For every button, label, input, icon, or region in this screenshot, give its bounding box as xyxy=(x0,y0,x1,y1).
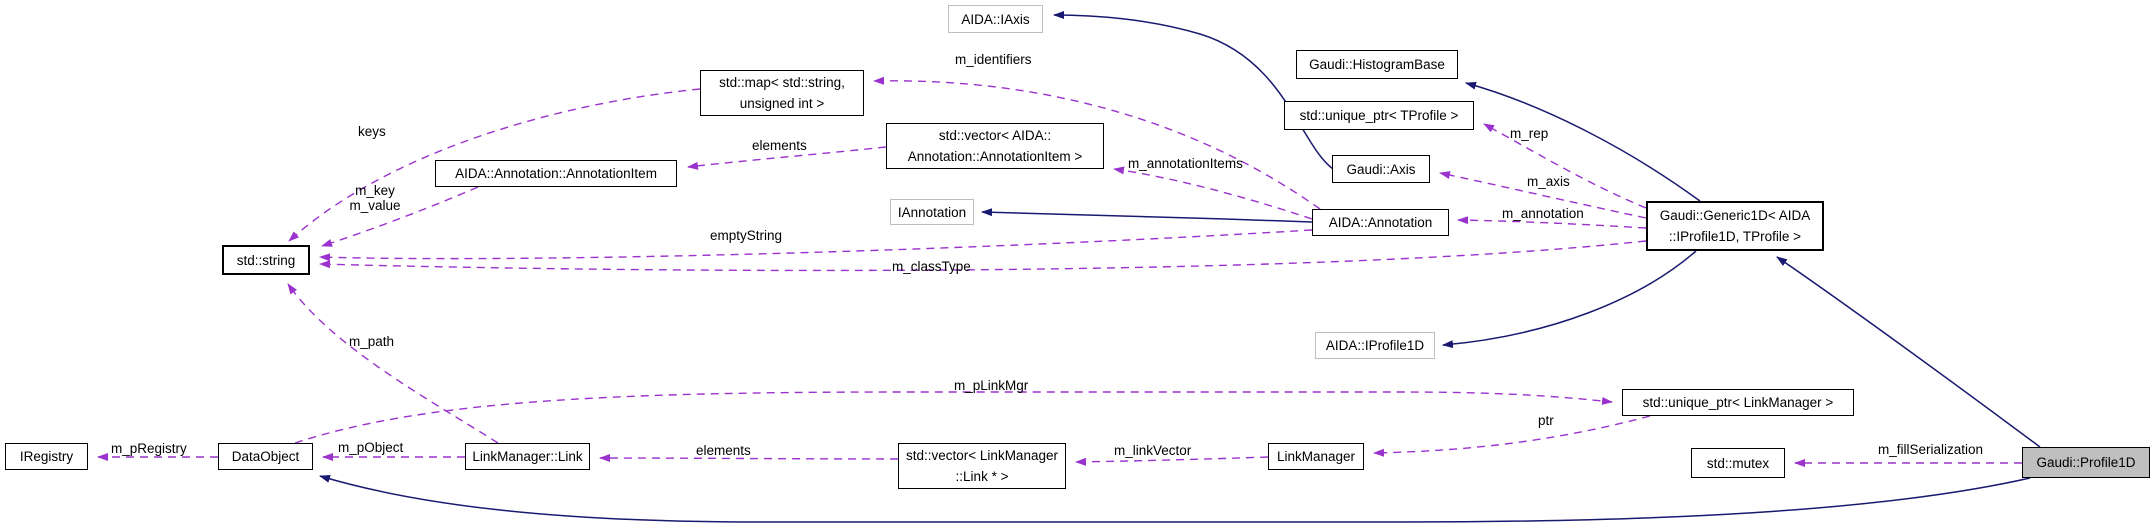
edge-label-m-pregistry: m_pRegistry xyxy=(111,441,187,456)
edge-label-m-annotationitems: m_annotationItems xyxy=(1128,156,1243,171)
edge-link-to-string-mpath xyxy=(287,283,499,444)
edge-generic1d-to-annotation-mannotation xyxy=(1457,216,1647,229)
node-linkmanager[interactable]: LinkManager xyxy=(1268,443,1364,470)
edge-annotation-to-vector-mannotationitems xyxy=(1113,166,1313,220)
node-std-mutex[interactable]: std::mutex xyxy=(1691,448,1785,478)
edge-generic1d-to-string-mclasstype xyxy=(319,240,1647,272)
edge-label-m-rep: m_rep xyxy=(1510,126,1549,141)
edge-label-m-identifiers: m_identifiers xyxy=(955,52,1032,67)
edge-annotationitem-to-string-mkey xyxy=(321,186,479,247)
node-linkmanager-link[interactable]: LinkManager::Link xyxy=(465,443,590,470)
node-gaudi-generic1d[interactable]: Gaudi::Generic1D< AIDA ::IProfile1D, TPr… xyxy=(1646,201,1824,251)
node-iregistry[interactable]: IRegistry xyxy=(5,443,88,470)
node-std-map[interactable]: std::map< std::string, unsigned int > xyxy=(700,70,864,116)
node-aida-iprofile1d: AIDA::IProfile1D xyxy=(1315,332,1435,359)
edge-label-m-fillserialization: m_fillSerialization xyxy=(1878,442,1984,457)
edge-label-m-annotation: m_annotation xyxy=(1502,206,1584,221)
node-aida-iaxis: AIDA::IAxis xyxy=(948,5,1043,33)
node-dataobject[interactable]: DataObject xyxy=(218,443,313,470)
edge-label-m-path: m_path xyxy=(349,334,395,349)
edge-label-emptystring: emptyString xyxy=(710,228,783,243)
edge-generic1d-to-aida-iprofile1d xyxy=(1442,250,1697,349)
node-gaudi-profile1d: Gaudi::Profile1D xyxy=(2022,447,2150,478)
edge-label-ptr: ptr xyxy=(1538,413,1554,428)
node-std-vector-link[interactable]: std::vector< LinkManager ::Link * > xyxy=(898,443,1066,489)
edge-generic1d-to-axis-maxis xyxy=(1439,171,1647,219)
edge-vector-to-link-elements xyxy=(599,454,899,463)
node-gaudi-axis[interactable]: Gaudi::Axis xyxy=(1332,155,1430,183)
node-annotation-item[interactable]: AIDA::Annotation::AnnotationItem xyxy=(435,160,677,187)
edge-label-m-plinkmgr: m_pLinkMgr xyxy=(954,378,1029,393)
edge-label-m-classtype: m_classType xyxy=(892,259,971,274)
node-iannotation: IAnnotation xyxy=(890,199,974,225)
edge-map-to-string-keys xyxy=(288,88,701,242)
node-std-string[interactable]: std::string xyxy=(222,245,310,275)
edge-generic1d-to-histogrambase xyxy=(1465,81,1701,202)
node-std-unique-ptr-linkmanager[interactable]: std::unique_ptr< LinkManager > xyxy=(1622,389,1854,416)
node-std-vector-annotation-item[interactable]: std::vector< AIDA:: Annotation::Annotati… xyxy=(886,123,1104,169)
edge-label-keys: keys xyxy=(358,124,386,139)
edge-annotation-to-string-emptystring xyxy=(319,229,1313,262)
edge-uniqueptr-linkmanager-to-linkmanager-ptr xyxy=(1373,415,1651,457)
edge-label-m-pobject: m_pObject xyxy=(338,440,404,455)
edge-annotation-to-iannotation xyxy=(981,208,1313,223)
edge-gaudi-axis-to-aida-iaxis xyxy=(1053,11,1334,170)
edge-label-m-linkvector: m_linkVector xyxy=(1114,443,1192,458)
edge-label-m-key-m-value: m_key m_value xyxy=(349,183,401,213)
node-std-unique-ptr-tprofile[interactable]: std::unique_ptr< TProfile > xyxy=(1284,101,1474,130)
node-aida-annotation[interactable]: AIDA::Annotation xyxy=(1312,209,1449,236)
edge-label-elements-bottom: elements xyxy=(696,443,751,458)
edge-generic1d-to-uniqueptr-tprofile-mrep xyxy=(1483,123,1647,209)
edge-profile1d-to-dataobject xyxy=(319,475,2031,523)
edge-vector-to-annotationitem-elements xyxy=(687,146,887,170)
edge-dataobject-to-uniqueptr-linkmanager-mplinkmgr xyxy=(294,391,1613,444)
edge-label-elements-top: elements xyxy=(752,138,807,153)
edge-profile1d-to-generic1d xyxy=(1776,256,2041,448)
node-gaudi-histogram-base[interactable]: Gaudi::HistogramBase xyxy=(1296,50,1458,79)
edge-label-m-axis: m_axis xyxy=(1527,174,1570,189)
edge-annotation-to-map-midentifiers xyxy=(873,76,1321,210)
edge-linkmanager-to-vector-mlinkvector xyxy=(1075,456,1269,466)
